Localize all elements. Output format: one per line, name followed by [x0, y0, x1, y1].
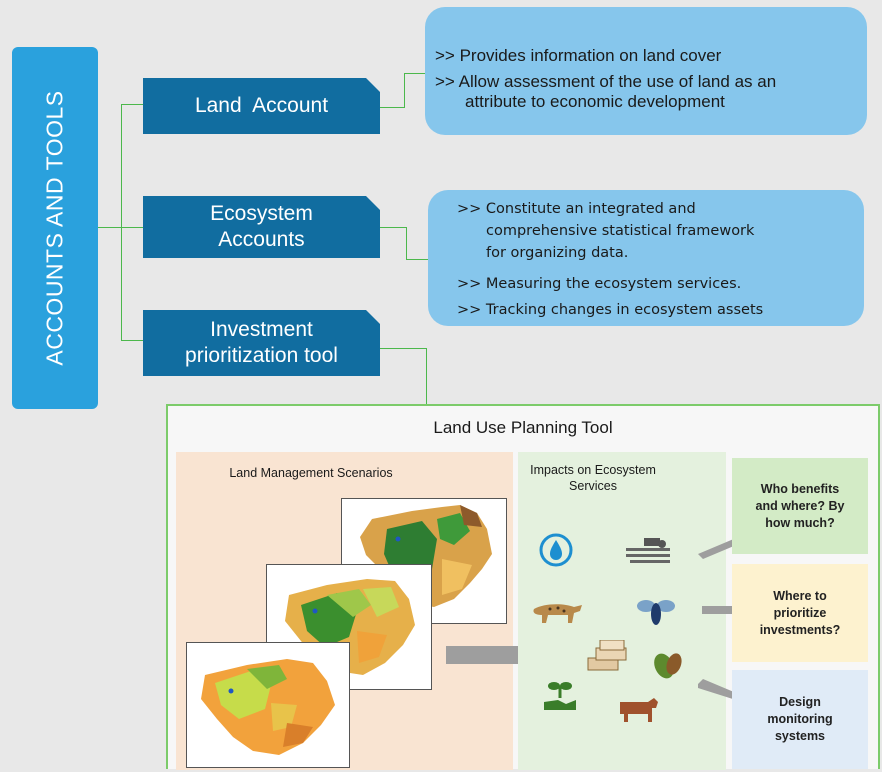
tractor-icon: [624, 534, 672, 564]
connector-eco-desc-bottom: [406, 259, 430, 260]
connector-land-desc: [380, 73, 405, 108]
investment-tool-box: Investment prioritization tool: [143, 310, 380, 376]
output1-line2: and where? By: [755, 498, 845, 513]
land-account-label: Land Account: [194, 94, 329, 117]
land-use-planning-tool: Land Use Planning Tool Land Management S…: [166, 404, 880, 770]
impacts-title-line1: Impacts on Ecosystem: [530, 463, 656, 477]
eco-desc-line1: >> Constitute an integrated and: [457, 201, 696, 217]
land-account-box: Land Account: [143, 78, 380, 134]
output3-line1: Design: [779, 695, 821, 709]
output-who-benefits: Who benefits and where? By how much?: [732, 458, 868, 554]
planning-tool-title: Land Use Planning Tool: [433, 418, 613, 437]
output-design-monitoring: Design monitoring systems: [732, 670, 868, 769]
output2-line1: Where to: [773, 588, 827, 603]
connector-banner-stub: [98, 227, 122, 228]
impacts-title-line2: Services: [569, 479, 617, 493]
output3-line3: systems: [774, 729, 826, 743]
connector-land: [121, 104, 143, 105]
impacts-on-ecosystem-panel: Impacts on Ecosystem Services: [518, 452, 726, 770]
investment-tool-label-line1: Investment: [210, 318, 313, 341]
connector-trunk: [121, 104, 122, 340]
investment-tool-label-line2: prioritization tool: [185, 344, 338, 367]
connector-eco-desc: [380, 227, 407, 260]
bee-icon: [636, 594, 676, 628]
output1-line3: how much?: [765, 515, 835, 530]
ecosystem-accounts-box: Ecosystem Accounts: [143, 196, 380, 258]
timber-icon: [586, 640, 630, 674]
connector-investment: [121, 340, 143, 341]
output2-line2: prioritize: [773, 605, 827, 620]
water-cycle-icon: [538, 532, 574, 568]
land-desc-line1: >> Provides information on land cover: [435, 46, 722, 65]
land-desc-line3: attribute to economic development: [465, 92, 725, 111]
connector-land-desc-top: [404, 73, 426, 74]
land-desc-line2: >> Allow assessment of the use of land a…: [435, 72, 777, 91]
plant-hand-icon: [542, 678, 578, 714]
ecosystem-accounts-description: >> Constitute an integrated and comprehe…: [428, 190, 864, 326]
output2-line3: investments?: [759, 622, 841, 637]
output-where-to-prioritize: Where to prioritize investments?: [732, 564, 868, 662]
eco-desc-line5: >> Tracking changes in ecosystem assets: [457, 302, 764, 318]
output3-line2: monitoring: [767, 712, 833, 726]
eco-desc-line2: comprehensive statistical framework: [486, 223, 755, 239]
banner-title: ACCOUNTS AND TOOLS: [41, 90, 68, 366]
eco-desc-line3: for organizing data.: [486, 245, 629, 261]
connector-ecosystem: [121, 227, 143, 228]
land-account-description: >> Provides information on land cover >>…: [425, 7, 867, 135]
output1-line1: Who benefits: [760, 481, 840, 496]
cow-icon: [614, 694, 660, 726]
connector-investment-tool: [380, 348, 427, 405]
land-management-scenarios-panel: Land Management Scenarios: [176, 452, 558, 770]
eco-desc-line4: >> Measuring the ecosystem services.: [457, 276, 742, 292]
scenario-map-1: [186, 642, 350, 768]
ecosystem-accounts-label-line2: Accounts: [218, 228, 305, 251]
scenarios-title: Land Management Scenarios: [229, 466, 393, 480]
cocoa-icon: [650, 648, 684, 682]
accounts-and-tools-banner: [12, 47, 98, 409]
ecosystem-accounts-label-line1: Ecosystem: [210, 202, 313, 225]
leopard-icon: [530, 597, 586, 627]
